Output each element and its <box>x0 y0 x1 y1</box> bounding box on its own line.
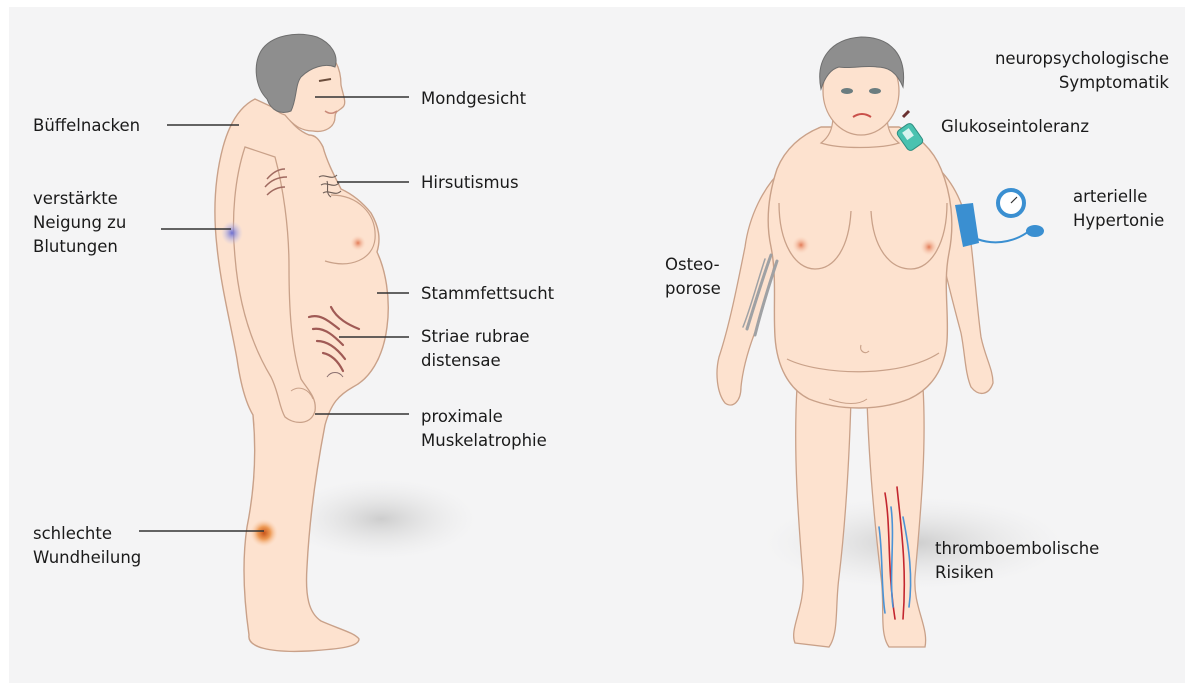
label-glukose: Glukoseintoleranz <box>941 115 1089 139</box>
label-bueffelnacken: Büffelnacken <box>33 114 140 138</box>
label-muskelatrophie: proximale Muskelatrophie <box>421 405 547 453</box>
side-breast <box>325 195 375 264</box>
label-thrombo: thromboembolische Risiken <box>935 537 1099 585</box>
label-striae: Striae rubrae distensae <box>421 325 530 373</box>
label-hypertonie: arterielle Hypertonie <box>1073 185 1164 233</box>
wound-mark <box>250 519 278 547</box>
bruise-mark <box>221 221 243 245</box>
blood-pressure-cuff <box>955 190 1044 247</box>
label-stammfettsucht: Stammfettsucht <box>421 282 554 306</box>
label-mondgesicht: Mondgesicht <box>421 87 526 111</box>
front-torso <box>768 127 952 408</box>
illustration-canvas: Büffelnacken verstärkte Neigung zu Blutu… <box>9 7 1185 683</box>
label-blutungen: verstärkte Neigung zu Blutungen <box>33 187 126 259</box>
label-wundheilung: schlechte Wundheilung <box>33 522 141 570</box>
label-neuro: neuropsychologische Symptomatik <box>929 47 1169 95</box>
label-osteoporose: Osteo- porose <box>665 253 721 301</box>
label-hirsutismus: Hirsutismus <box>421 171 519 195</box>
